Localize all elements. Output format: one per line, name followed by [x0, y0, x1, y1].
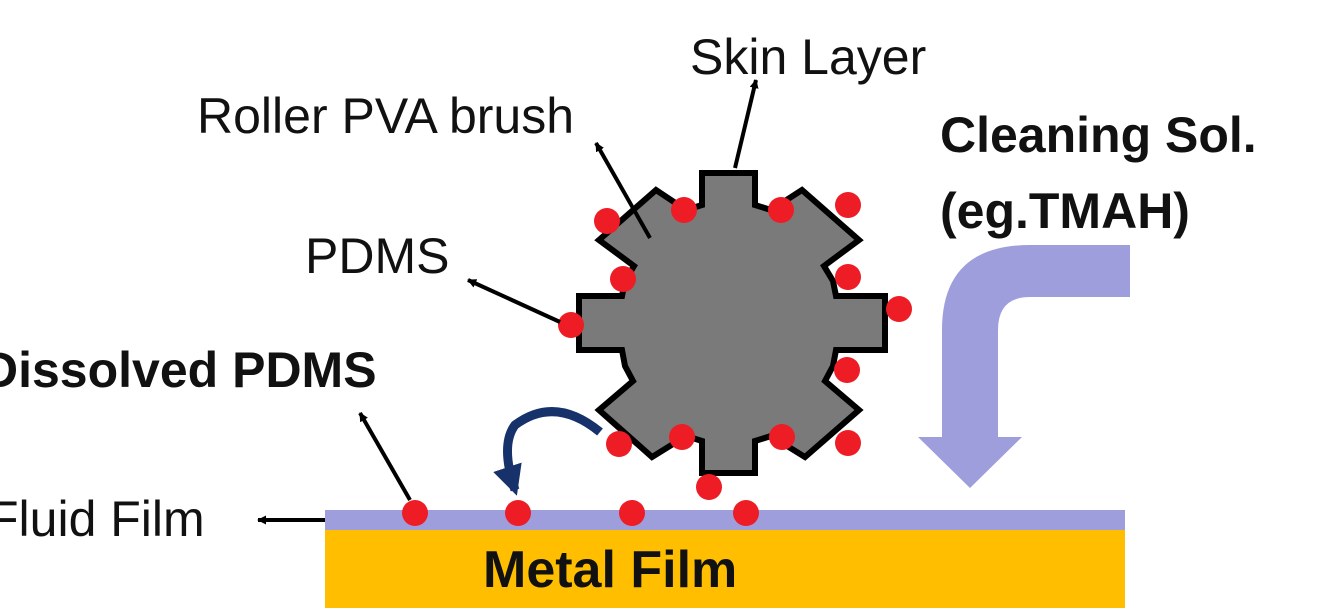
pdms-pointer-arrow: [467, 278, 561, 324]
pdms-particle: [696, 474, 722, 500]
skin-layer-label: Skin Layer: [690, 29, 926, 85]
pdms-particle: [606, 431, 632, 457]
dissolved-pdms-label: Dissolved PDMS: [0, 342, 377, 398]
pdms-label: PDMS: [305, 228, 449, 284]
pdms-particle: [834, 357, 860, 383]
pdms-particle: [835, 264, 861, 290]
skin-layer-pointer-arrow: [733, 79, 759, 169]
pdms-particle: [671, 197, 697, 223]
cleaning-solution-flow-arrow: [918, 245, 1130, 488]
pdms-particle: [886, 296, 912, 322]
pdms-particle: [558, 312, 584, 338]
pdms-particles: [402, 192, 912, 526]
cleaning-solution-label: Cleaning Sol.: [940, 107, 1257, 163]
pdms-particle: [669, 424, 695, 450]
pdms-particle: [619, 500, 645, 526]
fluid-film-layer: [325, 510, 1125, 530]
pdms-particle: [610, 266, 636, 292]
metal-film-label: Metal Film: [483, 541, 737, 599]
cleaning-solution-example-label: (eg.TMAH): [940, 183, 1190, 239]
roller-pva-brush: [576, 170, 888, 476]
metal-film-layer: [325, 530, 1125, 608]
roller-brush-pointer-arrow: [594, 142, 652, 239]
pdms-particle: [733, 500, 759, 526]
pdms-particle: [402, 500, 428, 526]
dissolution-curved-arrow: [493, 407, 603, 496]
pdms-particle: [835, 192, 861, 218]
pdms-particle: [768, 197, 794, 223]
roller-pva-brush-label: Roller PVA brush: [197, 88, 574, 144]
pdms-particle: [594, 208, 620, 234]
pdms-particle: [769, 424, 795, 450]
pdms-particle: [505, 500, 531, 526]
pdms-particle: [835, 430, 861, 456]
fluid-film-label: Fluid Film: [0, 491, 205, 547]
dissolved-pdms-pointer-arrow: [358, 412, 412, 501]
